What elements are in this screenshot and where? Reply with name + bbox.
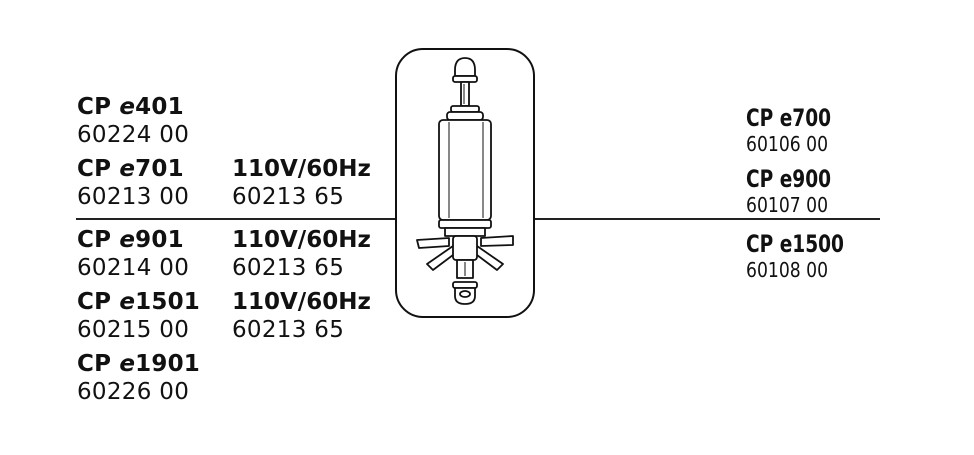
part-number: 60107 00 xyxy=(746,193,829,217)
part-number: 60226 00 xyxy=(77,379,190,405)
model-label: CP e1500 xyxy=(746,230,844,258)
part-number: 60108 00 xyxy=(746,258,829,282)
model-label: CP e1501 xyxy=(77,289,200,315)
part-number: 60215 00 xyxy=(77,317,190,343)
impeller-rotor-icon xyxy=(416,57,514,305)
divider-line-right xyxy=(534,218,880,220)
voltage-label: 110V/60Hz xyxy=(232,227,371,253)
voltage-part-number: 60213 65 xyxy=(232,317,345,343)
voltage-part-number: 60213 65 xyxy=(232,255,345,281)
part-number: 60214 00 xyxy=(77,255,190,281)
model-label: CP e701 xyxy=(77,156,184,182)
voltage-label: 110V/60Hz xyxy=(232,156,371,182)
voltage-label: 110V/60Hz xyxy=(232,289,371,315)
voltage-part-number: 60213 65 xyxy=(232,184,345,210)
model-label: CP e900 xyxy=(746,165,832,193)
model-label: CP e700 xyxy=(746,104,832,132)
model-label: CP e1901 xyxy=(77,351,200,377)
impeller-frame xyxy=(395,48,535,318)
model-label: CP e901 xyxy=(77,227,184,253)
model-label: CP e401 xyxy=(77,94,184,120)
part-number: 60106 00 xyxy=(746,132,829,156)
divider-line-left xyxy=(76,218,396,220)
part-number: 60213 00 xyxy=(77,184,190,210)
part-number: 60224 00 xyxy=(77,122,190,148)
